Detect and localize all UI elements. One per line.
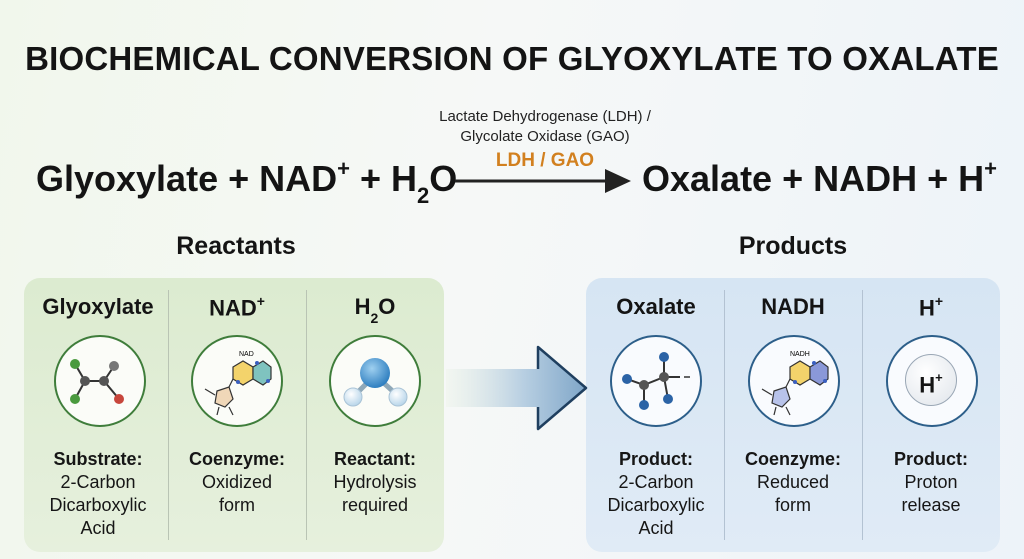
equation-products: Oxalate + NADH + H+ [642, 156, 997, 200]
description-line: 2-Carbon [618, 472, 694, 492]
description-line: 2-Carbon [60, 472, 136, 492]
oxalate-structure-icon [622, 352, 690, 410]
nad-title-text: NAD [209, 295, 257, 321]
divider [306, 290, 307, 540]
description-line: Dicarboxylic [49, 495, 147, 515]
eq-nad: NAD [259, 158, 338, 199]
nadh-molecule: NADH [748, 335, 840, 427]
oxalate-title: Oxalate [616, 294, 696, 319]
water-molecule [329, 335, 421, 427]
description-line: form [219, 495, 255, 515]
description-line: Dicarboxylic [607, 495, 705, 515]
role-label: Coenzyme: [188, 449, 286, 469]
proton-title-charge: + [934, 293, 944, 309]
eq-proton-h: H [958, 158, 985, 199]
proton-molecule: H+ [886, 335, 978, 427]
nad-molecule: NAD [191, 335, 283, 427]
role-label: Coenzyme: [744, 449, 842, 469]
page-title: BIOCHEMICAL CONVERSION OF GLYOXYLATE TO … [25, 40, 999, 77]
enzyme-full-name: Lactate Dehydrogenase (LDH) / Glycolate … [395, 107, 695, 147]
divider [724, 290, 725, 540]
proton-icon-h: H [919, 372, 936, 398]
nad-title-charge: + [256, 293, 265, 309]
water-description: Reactant: Hydrolysis required [305, 448, 445, 517]
divider [862, 290, 863, 540]
reactants-label: Reactants [176, 232, 296, 260]
description-line: Acid [80, 518, 116, 538]
nadh-structure-icon: NADH [761, 351, 829, 416]
oxalate-molecule [610, 335, 702, 427]
eq-oxalate: Oxalate [642, 158, 773, 199]
glyoxylate-structure-icon [70, 359, 124, 404]
enzyme-line-1: Lactate Dehydrogenase (LDH) / [439, 108, 651, 125]
eq-plus: + [349, 158, 392, 199]
products-label: Products [738, 232, 848, 260]
water-title-subscript: 2 [370, 310, 379, 327]
eq-water-subscript: 2 [417, 183, 430, 209]
role-label: Product: [894, 449, 968, 469]
water-title-h: H [354, 294, 371, 319]
divider [168, 290, 169, 540]
description-line: release [901, 495, 961, 515]
eq-glyoxylate: Glyoxylate [36, 158, 219, 199]
nad-icon-label: NAD [239, 351, 254, 358]
water-structure-icon [343, 358, 408, 407]
description-line: required [341, 495, 409, 515]
conversion-arrow-icon [446, 345, 588, 431]
eq-plus: + [917, 158, 959, 199]
nad-structure-icon: NAD [204, 351, 272, 416]
proton-icon: H+ [905, 354, 957, 406]
water-title-o: O [378, 294, 396, 319]
description-line: Proton [904, 472, 958, 492]
oxalate-description: Product: 2-Carbon Dicarboxylic Acid [586, 448, 726, 540]
nadh-description: Coenzyme: Reduced form [723, 448, 863, 517]
eq-water-o: O [429, 158, 458, 199]
reaction-arrow-icon [455, 169, 631, 193]
description-line: form [775, 495, 811, 515]
equation-reactants: Glyoxylate + NAD+ + H2O [36, 156, 458, 209]
eq-proton-charge: + [984, 156, 997, 181]
eq-water-h: H [391, 158, 418, 199]
description-line: Reduced [756, 472, 830, 492]
description-line: Hydrolysis [333, 472, 417, 492]
role-label: Substrate: [53, 449, 143, 469]
nadh-title: NADH [761, 294, 825, 319]
role-label: Product: [619, 449, 693, 469]
proton-icon-charge: + [935, 370, 943, 385]
enzyme-abbreviation: LDH / GAO [495, 150, 595, 171]
nad-description: Coenzyme: Oxidized form [167, 448, 307, 517]
nad-title: NAD+ [167, 293, 307, 321]
description-line: Oxidized [201, 472, 273, 492]
proton-title-h: H [918, 295, 935, 321]
water-title: H2O [305, 294, 445, 326]
role-label: Reactant: [333, 449, 417, 469]
eq-plus: + [772, 158, 814, 199]
eq-nadh: NADH [813, 158, 918, 199]
glyoxylate-molecule [54, 335, 146, 427]
glyoxylate-title: Glyoxylate [42, 294, 154, 319]
eq-plus: + [218, 158, 260, 199]
eq-nad-charge: + [337, 156, 350, 181]
enzyme-line-2: Glycolate Oxidase (GAO) [460, 128, 630, 145]
proton-description: Product: Proton release [861, 448, 1001, 517]
proton-title: H+ [861, 293, 1001, 321]
nadh-icon-label: NADH [790, 351, 810, 358]
description-line: Acid [638, 518, 674, 538]
glyoxylate-description: Substrate: 2-Carbon Dicarboxylic Acid [28, 448, 168, 540]
